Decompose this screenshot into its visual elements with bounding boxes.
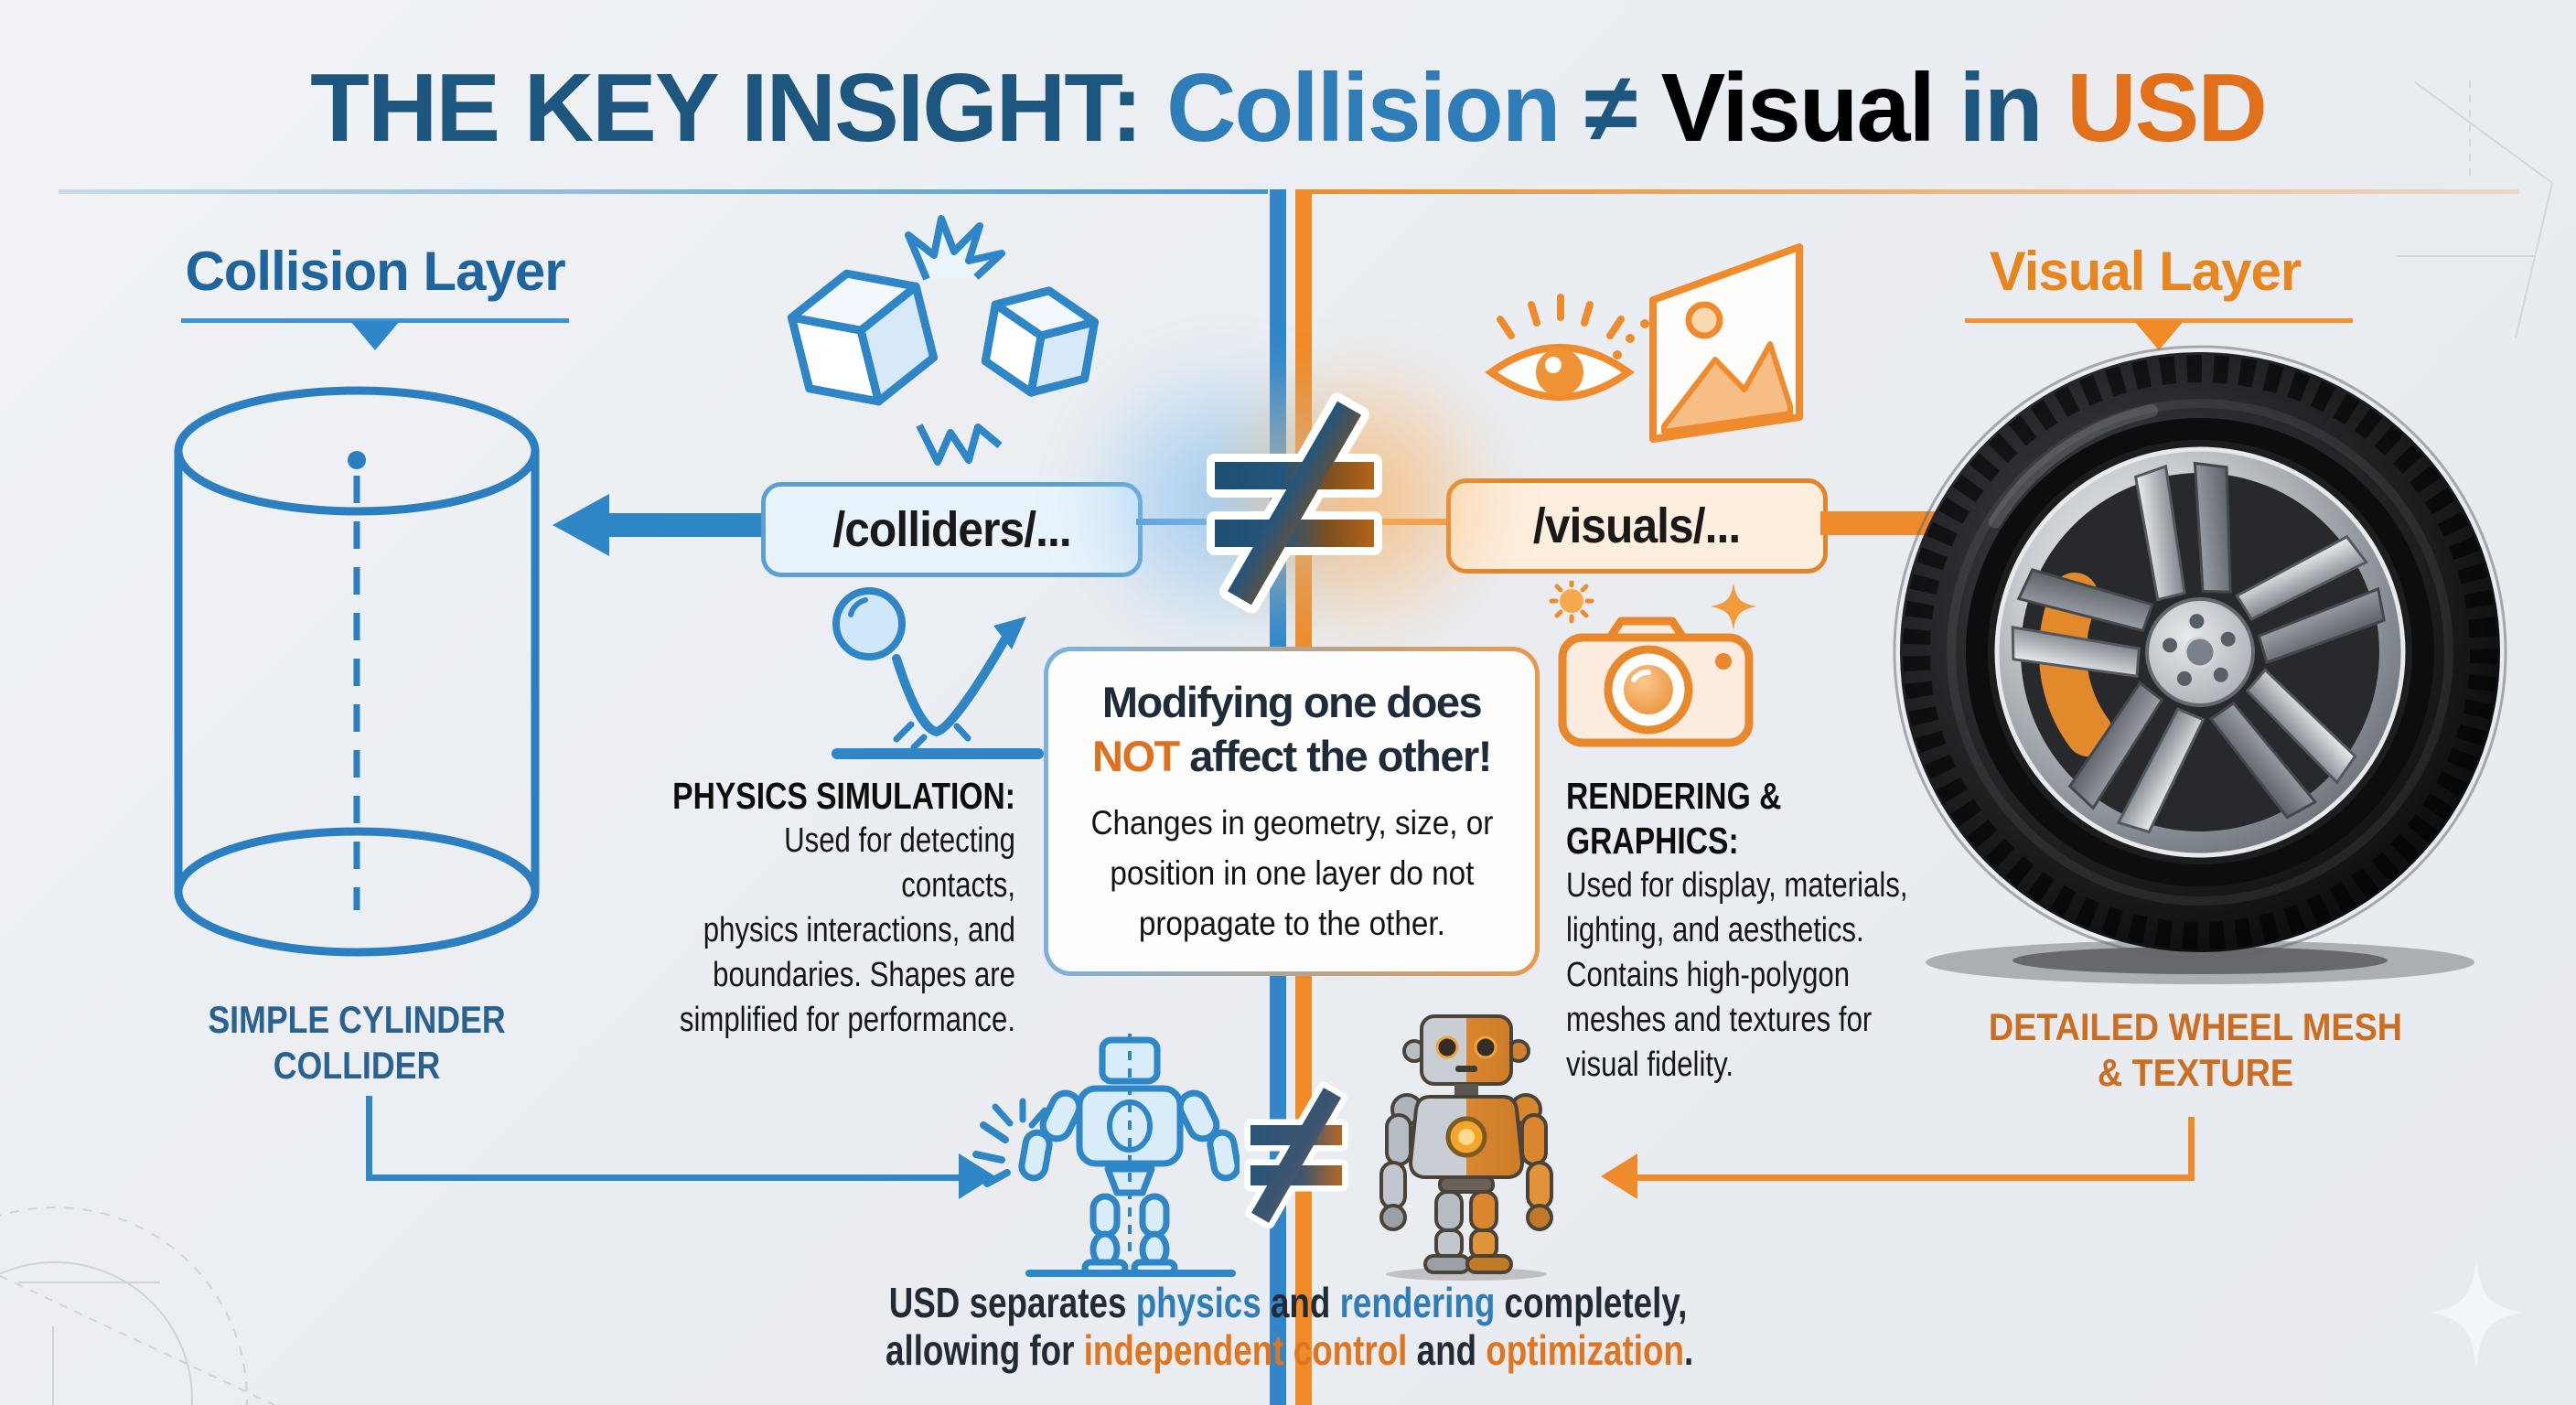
footer-line-2: allowing for independent control and opt… (886, 1326, 1694, 1374)
page-title: THE KEY INSIGHT: Collision ≠ Visual in U… (0, 53, 2576, 164)
collider-arrowhead-icon (959, 1153, 995, 1199)
visual-robot-figure (1379, 1014, 1553, 1281)
collision-robot-figure (972, 1034, 1240, 1277)
callout-title-line2: NOT affect the other! (1092, 729, 1492, 783)
title-in: in (1933, 54, 2067, 162)
title-neq: ≠ (1559, 54, 1661, 162)
wheel-photo (1893, 345, 2507, 984)
wheel-caption: DETAILED WHEEL MESH& TEXTURE (1988, 1005, 2403, 1094)
sparkle-icon (2431, 1260, 2522, 1369)
callout-title-line1: Modifying one does (1101, 677, 1483, 726)
callout-title-rest: affect the other! (1178, 731, 1492, 780)
blueprint-sketch-bottom-left-icon (0, 1207, 275, 1405)
footer-caption: USD separates physics and rendering comp… (886, 1279, 1694, 1374)
visual-pointer-triangle-icon (2134, 321, 2184, 350)
neq-symbol-large (1207, 392, 1382, 613)
left-arrow-icon (553, 494, 764, 556)
title-key-insight: THE KEY INSIGHT: (310, 54, 1166, 162)
physics-note-title: PHYSICS SIMULATION: (672, 775, 1015, 817)
impact-burst-icon (992, 1098, 1048, 1129)
camera-icon (1549, 581, 1756, 747)
divider-rule-right (1312, 189, 2519, 194)
rendering-note-title: RENDERING & GRAPHICS: (1566, 775, 1782, 862)
rendering-note: RENDERING & GRAPHICS: Used for display, … (1566, 774, 1948, 1088)
title-collision: Collision (1165, 54, 1562, 162)
callout-not-word: NOT (1092, 731, 1180, 780)
eye-icon (1485, 294, 1635, 401)
cylinder-collider-drawing (174, 386, 540, 957)
collision-pointer-triangle-icon (350, 321, 400, 350)
neq-symbol-small (1244, 1081, 1348, 1229)
wheel-connector-elbow (1637, 1117, 2195, 1181)
visual-layer-heading: Visual Layer (1989, 241, 2302, 302)
collider-connector-elbow (366, 1096, 965, 1181)
image-icon (1649, 243, 1803, 443)
projection-dots-icon (1613, 319, 1649, 359)
title-visual: Visual (1660, 54, 1936, 162)
collision-heading-underline (181, 318, 569, 323)
visual-heading-underline (1965, 318, 2353, 323)
footer-line-1: USD separates physics and rendering comp… (888, 1279, 1688, 1326)
bouncing-ball-icon (832, 587, 1044, 759)
title-usd: USD (2066, 54, 2268, 162)
rendering-note-body: Used for display, materials,lighting, an… (1566, 866, 1908, 1084)
visuals-path-label: /visuals/... (1533, 499, 1741, 553)
wheel-arrowhead-icon (1601, 1153, 1637, 1199)
colliders-path-label: /colliders/... (832, 502, 1071, 557)
physics-note: PHYSICS SIMULATION: Used for detecting c… (663, 774, 1015, 1043)
callout-card: Modifying one does NOT affect the other!… (1044, 647, 1540, 976)
physics-note-body: Used for detecting contacts,physics inte… (679, 821, 1015, 1039)
colliding-cubes-icon (787, 215, 1100, 466)
blueprint-sketch-top-right-icon (2397, 80, 2554, 339)
divider-rule-left (59, 189, 1268, 194)
collision-layer-heading: Collision Layer (185, 241, 565, 302)
callout-card-inner: Modifying one does NOT affect the other!… (1048, 651, 1535, 971)
